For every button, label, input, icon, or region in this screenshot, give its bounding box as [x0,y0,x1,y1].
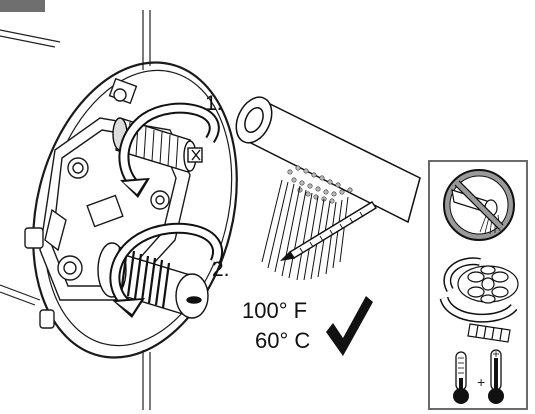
hand-shower-icon [235,96,421,224]
rotate-arrow-1 [118,102,220,198]
thermometer-low-icon [453,351,469,404]
side-panel: + [428,160,528,410]
no-spray-prohibition-icon [443,169,515,241]
wall-lines [0,10,151,410]
step-2-label: 2. [212,258,230,281]
rotate-arrow-2 [109,222,223,318]
water-spray [261,179,349,281]
valve-body [24,77,191,329]
lower-handle [97,242,209,319]
step-1-label: 1. [205,92,223,115]
corner-tab [0,0,45,12]
cartridge-rotate-icon [439,257,519,343]
temperature-fahrenheit: 100° F [242,298,308,323]
temperature-celsius: 60° C [255,328,311,353]
thermometer-probe-icon [279,201,377,262]
check-mark-icon [326,296,373,356]
plus-sign: + [477,374,486,390]
side-panel-art [439,169,519,404]
thermometer-high-icon [488,349,504,404]
